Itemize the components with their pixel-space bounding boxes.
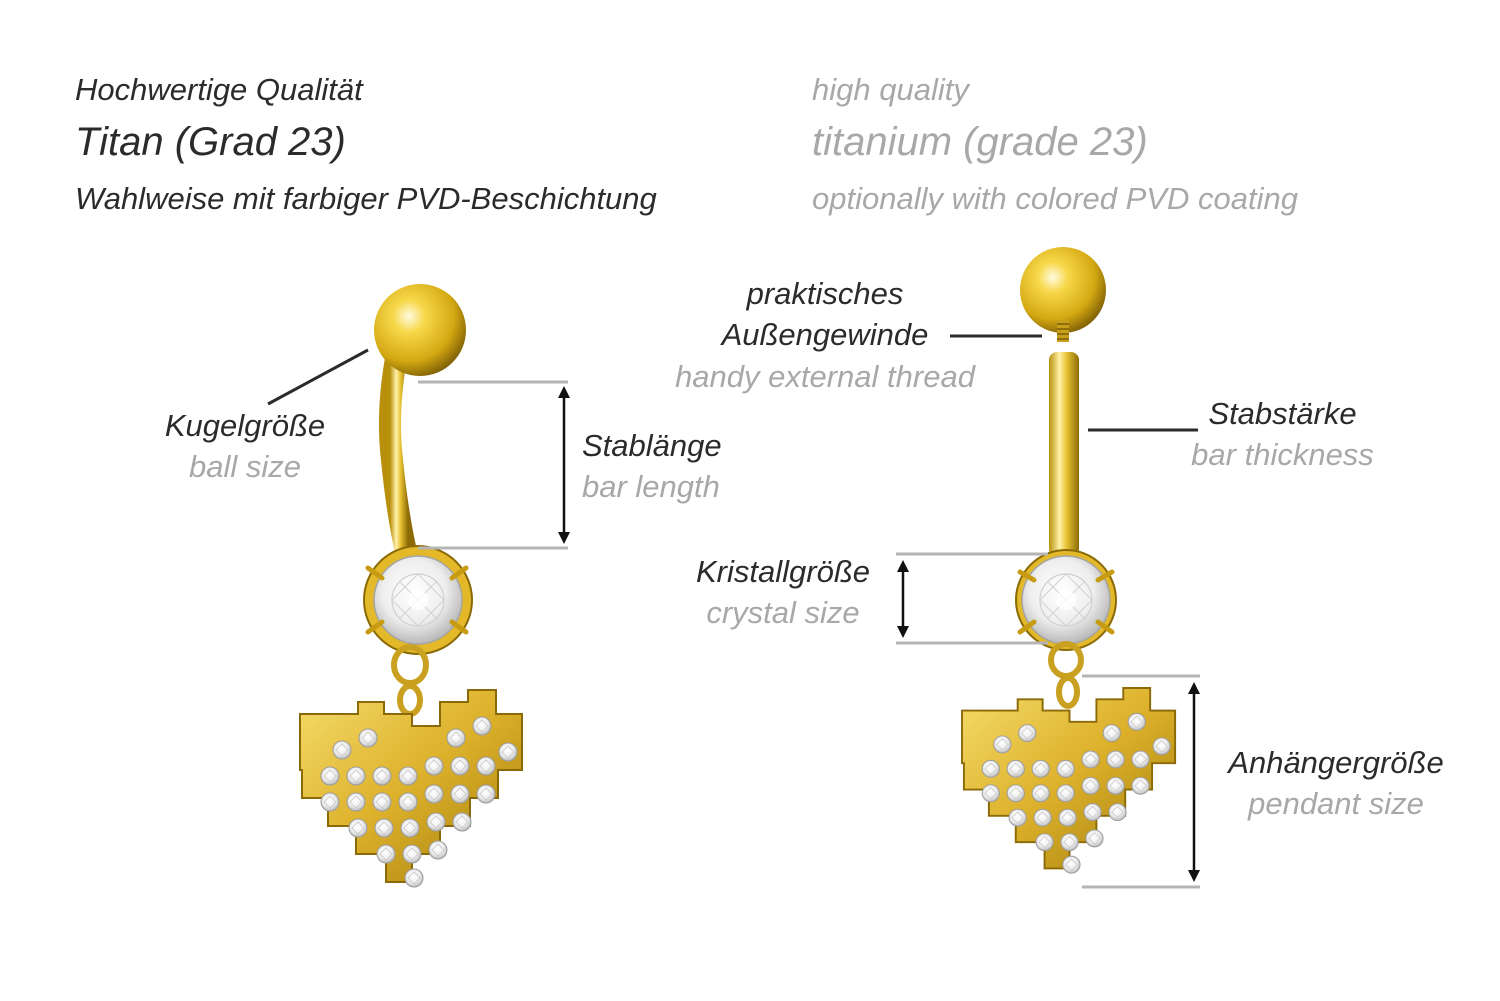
header-de-coating: Wahlweise mit farbiger PVD-Beschichtung: [75, 181, 657, 216]
header-de-material: Titan (Grad 23): [75, 120, 346, 164]
left-piercing: [299, 284, 523, 888]
bar-length-label-de: Stablänge: [582, 428, 722, 463]
pendant-size-label-en: pendant size: [1248, 786, 1424, 821]
thread-label-de-line2: Außengewinde: [721, 317, 929, 352]
dimension-guides: [267, 334, 1200, 889]
bar-thickness-label-en: bar thickness: [1191, 437, 1374, 472]
pendant-size-label-de: Anhängergröße: [1228, 745, 1444, 780]
ball-size-label-de: Kugelgröße: [164, 408, 326, 443]
header-en-coating: optionally with colored PVD coating: [812, 181, 1298, 216]
bar-length-label-en: bar length: [582, 469, 720, 504]
crystal-size-label-de: Kristallgröße: [696, 554, 870, 589]
ball-size-label-en: ball size: [189, 449, 301, 484]
header-en-quality: high quality: [812, 72, 969, 107]
header-en-material: titanium (grade 23): [812, 120, 1148, 164]
thread-label-en: handy external thread: [675, 359, 975, 394]
header-de-quality: Hochwertige Qualität: [75, 72, 363, 107]
crystal-size-label-en: crystal size: [706, 595, 860, 630]
bar-thickness-label-de: Stabstärke: [1208, 396, 1357, 431]
thread-label-de-line1: praktisches: [746, 276, 904, 311]
right-piercing: [961, 247, 1177, 874]
